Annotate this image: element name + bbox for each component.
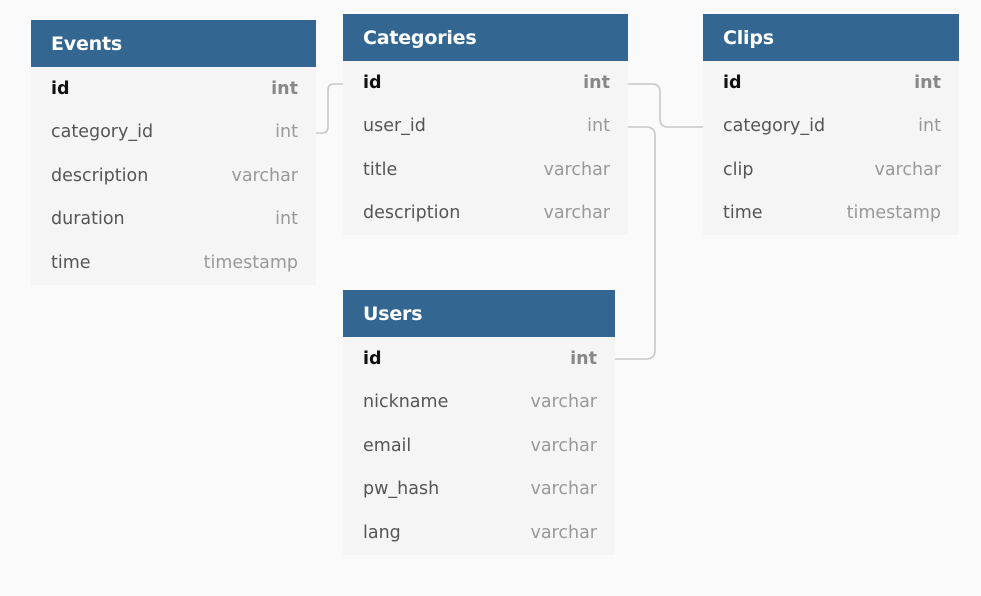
table-header-categories[interactable]: Categories — [343, 14, 628, 61]
column-type: int — [275, 122, 298, 143]
column-row-id[interactable]: id int — [343, 61, 628, 105]
column-name: category_id — [51, 122, 154, 143]
column-name: lang — [363, 522, 401, 543]
table-categories[interactable]: Categories id int user_id int title varc… — [343, 14, 628, 235]
table-header-events[interactable]: Events — [31, 20, 316, 67]
column-row-category-id[interactable]: category_id int — [31, 111, 316, 155]
table-clips[interactable]: Clips id int category_id int clip varcha… — [703, 14, 959, 235]
column-row-pw-hash[interactable]: pw_hash varchar — [343, 468, 615, 512]
column-name: user_id — [363, 116, 426, 137]
column-row-email[interactable]: email varchar — [343, 424, 615, 468]
table-header-clips[interactable]: Clips — [703, 14, 959, 61]
table-users[interactable]: Users id int nickname varchar email varc… — [343, 290, 615, 555]
column-name: clip — [723, 159, 754, 180]
column-name: description — [363, 203, 461, 224]
column-type: int — [570, 348, 597, 369]
column-type: varchar — [543, 203, 610, 224]
table-events[interactable]: Events id int category_id int descriptio… — [31, 20, 316, 285]
column-row-user-id[interactable]: user_id int — [343, 105, 628, 149]
column-row-description[interactable]: description varchar — [31, 154, 316, 198]
column-type: varchar — [530, 392, 597, 413]
column-type: varchar — [543, 159, 610, 180]
column-type: varchar — [231, 165, 298, 186]
column-row-clip[interactable]: clip varchar — [703, 148, 959, 192]
column-name: pw_hash — [363, 479, 440, 500]
column-name: email — [363, 435, 412, 456]
column-name: id — [723, 72, 742, 93]
column-name: id — [363, 72, 382, 93]
column-type: int — [275, 209, 298, 230]
column-name: category_id — [723, 116, 826, 137]
column-name: duration — [51, 209, 125, 230]
link-events-category-to-categories-id — [316, 83, 343, 134]
column-name: time — [723, 203, 763, 224]
column-type: int — [918, 116, 941, 137]
column-type: int — [271, 78, 298, 99]
column-row-description[interactable]: description varchar — [343, 192, 628, 236]
column-row-id[interactable]: id int — [343, 337, 615, 381]
column-row-duration[interactable]: duration int — [31, 198, 316, 242]
column-name: time — [51, 252, 91, 273]
column-name: id — [363, 348, 382, 369]
column-row-nickname[interactable]: nickname varchar — [343, 381, 615, 425]
column-name: id — [51, 78, 70, 99]
link-categories-id-to-clips-category — [628, 83, 703, 128]
column-type: int — [587, 116, 610, 137]
column-name: nickname — [363, 392, 449, 413]
column-type: timestamp — [203, 252, 298, 273]
column-type: varchar — [530, 479, 597, 500]
column-row-title[interactable]: title varchar — [343, 148, 628, 192]
column-row-time[interactable]: time timestamp — [31, 241, 316, 285]
column-type: varchar — [530, 435, 597, 456]
column-type: varchar — [874, 159, 941, 180]
column-row-time[interactable]: time timestamp — [703, 192, 959, 236]
column-type: int — [914, 72, 941, 93]
column-row-id[interactable]: id int — [31, 67, 316, 111]
column-name: description — [51, 165, 149, 186]
table-header-users[interactable]: Users — [343, 290, 615, 337]
column-row-lang[interactable]: lang varchar — [343, 511, 615, 555]
column-row-id[interactable]: id int — [703, 61, 959, 105]
column-type: timestamp — [846, 203, 941, 224]
column-name: title — [363, 159, 398, 180]
column-type: varchar — [530, 522, 597, 543]
column-row-category-id[interactable]: category_id int — [703, 105, 959, 149]
column-type: int — [583, 72, 610, 93]
